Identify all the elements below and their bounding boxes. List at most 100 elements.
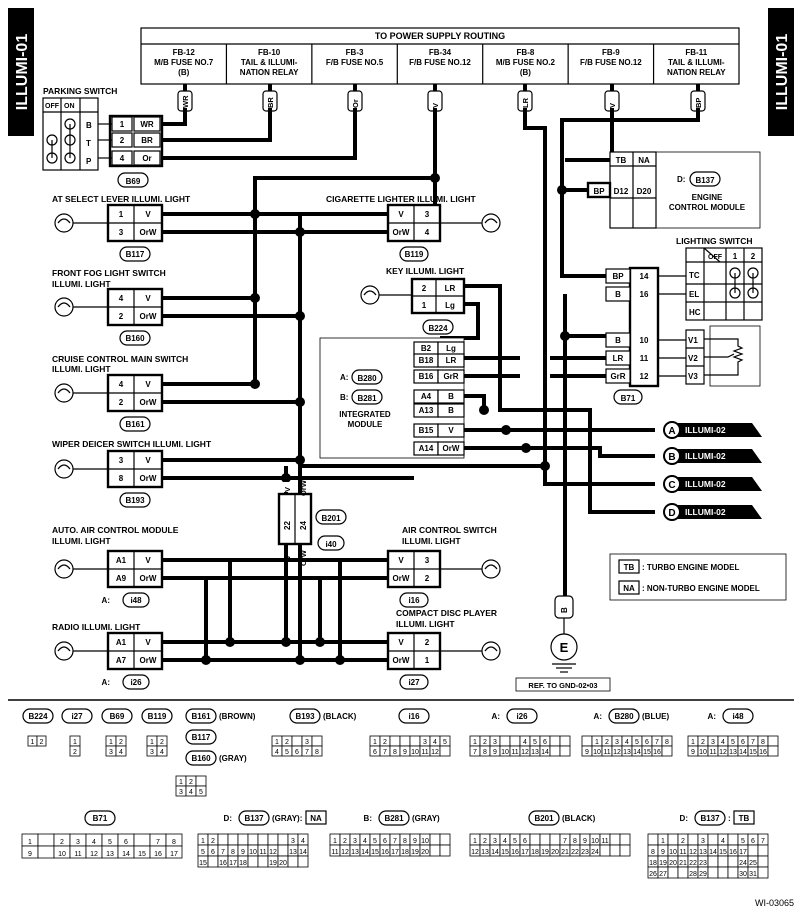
light-pin-1: A1 — [116, 556, 127, 565]
light-wire-1: V — [145, 556, 151, 565]
ecm-na-header: NA — [638, 156, 650, 165]
joint-wire-1b: V — [283, 555, 292, 560]
svg-text:21: 21 — [561, 849, 569, 856]
svg-text:14: 14 — [361, 849, 369, 856]
light-pin-2: 8 — [119, 474, 124, 483]
svg-text:7: 7 — [761, 838, 765, 845]
light-wire-2: OrW — [393, 228, 410, 237]
svg-text:15: 15 — [199, 860, 207, 867]
light-pin-1: 3 — [425, 210, 430, 219]
output-letter: A — [668, 426, 675, 437]
svg-text:12: 12 — [431, 749, 439, 756]
light-pin-1: 4 — [119, 380, 124, 389]
fuse-wire-label: BP — [694, 98, 703, 108]
light-wire-2: OrW — [140, 656, 157, 665]
fuse-desc: TAIL & ILLUMI- — [241, 58, 298, 67]
ls-v3: V3 — [688, 372, 698, 381]
connector-view-prefix: A: — [594, 712, 602, 721]
light-wire-2: OrW — [393, 656, 410, 665]
light-pin-2: A9 — [116, 574, 127, 583]
ecm-tb-header: TB — [616, 156, 627, 165]
parking-row-p: P — [86, 157, 92, 166]
svg-text:9: 9 — [583, 838, 587, 845]
svg-text:1: 1 — [73, 739, 77, 746]
svg-text:6: 6 — [523, 838, 527, 845]
ls-pin: 11 — [640, 354, 649, 363]
svg-text:1: 1 — [179, 779, 183, 786]
svg-text:25: 25 — [749, 860, 757, 867]
connector-view-header: i27 — [61, 708, 93, 724]
svg-text:2: 2 — [285, 739, 289, 746]
svg-text:10: 10 — [591, 838, 599, 845]
fuse-desc-2: (B) — [520, 68, 531, 77]
engine-control-module: TB NA D12 D20 BP D: B137 ENGINE CONTROL … — [586, 151, 761, 229]
ground-point: B E REF. TO GND-02•03 — [515, 595, 611, 692]
svg-text:2: 2 — [60, 839, 64, 846]
svg-text:2: 2 — [119, 739, 123, 746]
ls-off-label: OFF — [708, 254, 723, 261]
connector-view-suffix: (GRAY) — [412, 814, 440, 823]
light-title: COMPACT DISC PLAYER — [396, 608, 497, 618]
joint-wire-2b: OrW — [299, 549, 308, 566]
svg-text:7: 7 — [563, 838, 567, 845]
svg-text:8: 8 — [651, 849, 655, 856]
svg-text:10: 10 — [501, 749, 509, 756]
svg-text:2: 2 — [343, 838, 347, 845]
svg-text:12: 12 — [689, 849, 697, 856]
connector-view-header: D:B137: — [680, 810, 731, 826]
svg-text:10: 10 — [669, 849, 677, 856]
im-wire: GrR — [443, 372, 458, 381]
im-a-connector: B280 — [357, 374, 377, 383]
svg-text:6: 6 — [543, 739, 547, 746]
svg-text:24: 24 — [591, 849, 599, 856]
connector-view-header: B160 (GRAY) — [185, 750, 247, 766]
light-pin-2: 2 — [119, 312, 124, 321]
svg-text:2: 2 — [40, 739, 44, 746]
svg-text:13: 13 — [623, 749, 631, 756]
tag-right-text: ILLUMI-01 — [774, 34, 791, 111]
fuse-wire-label: BR — [266, 97, 275, 108]
svg-text:1: 1 — [28, 839, 32, 846]
svg-text:5: 5 — [285, 749, 289, 756]
svg-text:1: 1 — [473, 739, 477, 746]
light-connector: i27 — [408, 678, 420, 687]
svg-text:12: 12 — [471, 849, 479, 856]
connector-view-name: B117 — [192, 733, 211, 742]
page-tag-left: ILLUMI-01 — [8, 8, 34, 136]
ls-wire: B — [615, 290, 621, 299]
im-name-1: INTEGRATED — [339, 410, 391, 419]
svg-text:10: 10 — [58, 851, 66, 858]
ecm-pin-na: D20 — [637, 187, 652, 196]
light-pin-2: A7 — [116, 656, 127, 665]
svg-text:1: 1 — [661, 838, 665, 845]
connector-view-name: B280 — [614, 712, 634, 721]
svg-text:6: 6 — [741, 739, 745, 746]
connector-view-suffix: (GRAY) — [219, 754, 247, 763]
ls-v1: V1 — [688, 336, 698, 345]
svg-text:2: 2 — [189, 779, 193, 786]
svg-text:1: 1 — [333, 838, 337, 845]
svg-text:1: 1 — [595, 739, 599, 746]
svg-text:7: 7 — [393, 838, 397, 845]
ground-symbol: E — [560, 640, 569, 655]
svg-text:16: 16 — [154, 851, 162, 858]
ecm-wire: BP — [593, 187, 605, 196]
svg-text:7: 7 — [383, 749, 387, 756]
svg-text:7: 7 — [156, 839, 160, 846]
light-connector: B193 — [125, 496, 145, 505]
svg-text:9: 9 — [661, 849, 665, 856]
connector-view-name: B160 — [191, 754, 211, 763]
output-label: ILLUMI-02 — [685, 425, 726, 435]
svg-text:12: 12 — [90, 851, 98, 858]
connector-view-prefix: D: — [680, 814, 688, 823]
im-pin: A13 — [419, 406, 434, 415]
svg-text:19: 19 — [269, 860, 277, 867]
svg-text:13: 13 — [481, 849, 489, 856]
svg-text:7: 7 — [473, 749, 477, 756]
light-title-2: ILLUMI. LIGHT — [402, 536, 461, 546]
light-pin-1: 1 — [119, 210, 124, 219]
ls-wire: BP — [612, 272, 624, 281]
